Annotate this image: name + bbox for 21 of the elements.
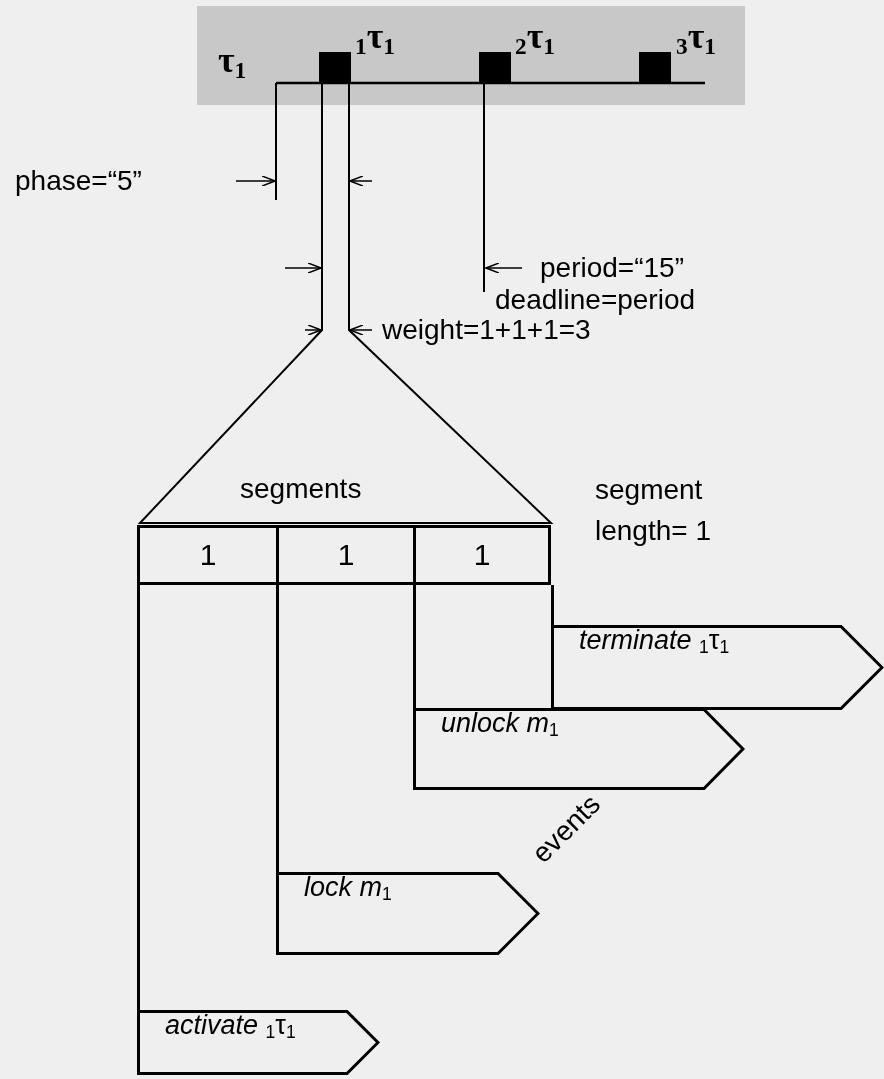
event-tag: activate $_{1}$τ$_{1}$: [137, 1010, 380, 1075]
event-tag: unlock m$_{1}$: [413, 708, 745, 790]
job-label: $_{3}$τ$_{1}$: [676, 18, 716, 59]
segment-length-label: segment length= 1: [595, 473, 712, 548]
segment-cell: 1: [413, 525, 551, 585]
period-label: period=“15”: [540, 251, 684, 285]
segment-cell: 1: [276, 525, 413, 585]
segment-cell: 1: [137, 525, 276, 585]
job-label: $_{1}$τ$_{1}$: [355, 18, 395, 59]
connector-line: [551, 585, 554, 625]
job-label: $_{2}$τ$_{1}$: [515, 18, 555, 59]
deadline-label: deadline=period: [495, 283, 696, 317]
event-tag: terminate $_{1}$τ$_{1}$: [551, 625, 884, 710]
task-label: τ$_{1}$: [218, 42, 247, 83]
phase-label: phase=“5”: [15, 164, 142, 198]
event-tag: lock m$_{1}$: [276, 872, 540, 955]
segments-label: segments: [240, 472, 362, 506]
connector-line: [276, 585, 279, 872]
connector-line: [137, 585, 140, 1010]
connector-line: [413, 585, 416, 708]
weight-label: weight=1+1+1=3: [382, 314, 591, 347]
